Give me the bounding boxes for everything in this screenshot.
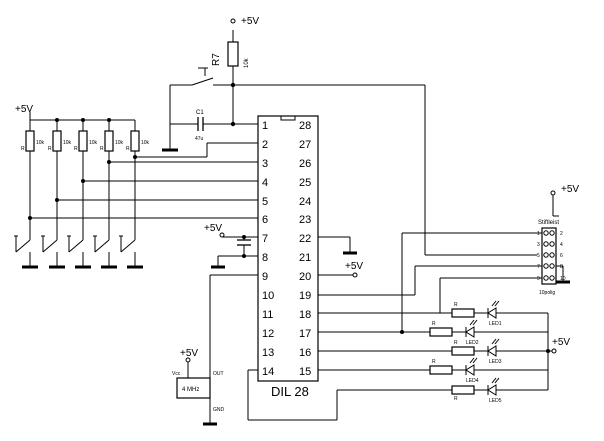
svg-text:1: 1 (262, 120, 268, 132)
svg-text:Vcc: Vcc (172, 371, 181, 377)
svg-text:10k: 10k (89, 140, 98, 146)
svg-text:R: R (48, 146, 52, 152)
vcc-label-header: +5V (561, 184, 579, 195)
svg-text:7: 7 (537, 264, 540, 270)
svg-text:20: 20 (299, 271, 311, 283)
ic-left-pins: 1 2 3 4 5 6 7 8 9 10 11 12 13 14 (262, 120, 274, 378)
vcc-label-pin20: +5V (345, 261, 363, 272)
vcc-label-r7: +5V (241, 16, 259, 27)
svg-text:9: 9 (537, 276, 540, 282)
svg-text:9: 9 (262, 271, 268, 283)
svg-text:6: 6 (560, 253, 563, 259)
svg-text:13: 13 (262, 347, 274, 359)
svg-text:10k: 10k (141, 140, 150, 146)
ic-body (257, 115, 319, 382)
led3-label: LED3 (489, 359, 502, 365)
ic-label: DIL 28 (271, 384, 309, 399)
c1-name: C1 (196, 110, 204, 116)
svg-text:5: 5 (537, 253, 540, 259)
svg-text:2: 2 (560, 231, 563, 237)
svg-text:GND: GND (213, 407, 225, 413)
ic-dil28: 1 2 3 4 5 6 7 8 9 10 11 12 13 14 28 27 2… (257, 115, 319, 399)
svg-text:8: 8 (560, 264, 563, 270)
c1-value: 47u (195, 136, 204, 142)
svg-text:10: 10 (262, 290, 274, 302)
led2-label: LED2 (466, 340, 479, 346)
svg-text:15: 15 (299, 366, 311, 378)
header-title: Stiftleist (538, 220, 559, 226)
svg-text:1: 1 (537, 231, 540, 237)
svg-text:14: 14 (262, 366, 274, 378)
led4-label: LED4 (466, 378, 479, 384)
svg-text:27: 27 (299, 139, 311, 151)
svg-text:R: R (432, 321, 436, 327)
oscillator-box (176, 377, 211, 399)
pin-header: Stiftleist 10polig +5V 1 3 5 7 9 2 4 6 8… (318, 184, 579, 334)
svg-text:R: R (454, 396, 458, 402)
svg-text:25: 25 (299, 177, 311, 189)
vcc-label-leds: +5V (552, 337, 570, 348)
svg-text:3: 3 (262, 158, 268, 170)
svg-text:4: 4 (560, 242, 563, 248)
resistor-r7 (227, 41, 239, 67)
svg-text:12: 12 (262, 328, 274, 340)
ic-power-connections: +5V +5V (204, 223, 363, 278)
input-resistor-bank: +5V R R R R R 10k 10k 10k 10k 10k (15, 104, 258, 235)
svg-text:OUT: OUT (213, 371, 224, 377)
svg-text:R: R (454, 340, 458, 346)
oscillator: 4 MHz Vcc OUT GND +5V (172, 274, 258, 426)
svg-text:R: R (21, 146, 25, 152)
vcc-label-osc: +5V (180, 348, 198, 359)
svg-text:10k: 10k (63, 140, 72, 146)
svg-text:23: 23 (299, 214, 311, 226)
svg-text:7: 7 (262, 233, 268, 245)
svg-text:5: 5 (262, 196, 268, 208)
led5-label: LED5 (489, 398, 502, 404)
oscillator-label: 4 MHz (182, 387, 199, 393)
svg-text:24: 24 (299, 196, 311, 208)
led1-label: LED1 (489, 321, 502, 327)
svg-text:6: 6 (262, 214, 268, 226)
svg-text:16: 16 (299, 347, 311, 359)
led-section: +5V R LED1 R LED2 R LED3 (247, 300, 570, 421)
svg-text:R: R (74, 146, 78, 152)
r7-name: R7 (211, 53, 222, 66)
svg-text:10k: 10k (36, 140, 45, 146)
svg-text:26: 26 (299, 158, 311, 170)
vcc-label-inputs: +5V (15, 104, 33, 115)
svg-text:18: 18 (299, 309, 311, 321)
r7-value: 10k (244, 57, 250, 68)
svg-text:4: 4 (262, 177, 268, 189)
svg-text:21: 21 (299, 252, 311, 264)
svg-text:2: 2 (262, 139, 268, 151)
svg-text:3: 3 (537, 242, 540, 248)
header-subtitle: 10polig (539, 290, 555, 296)
ic-right-pins: 28 27 26 25 24 23 22 21 20 19 18 17 16 1… (299, 120, 311, 378)
svg-text:R: R (100, 146, 104, 152)
svg-text:28: 28 (299, 120, 311, 132)
svg-text:R: R (126, 146, 130, 152)
svg-text:10k: 10k (115, 140, 124, 146)
svg-text:11: 11 (262, 309, 273, 321)
svg-text:R: R (432, 359, 436, 365)
svg-text:R: R (454, 302, 458, 308)
reset-circuit: R7 10k +5V C1 47u (162, 16, 537, 256)
svg-text:17: 17 (299, 328, 311, 340)
vcc-label-pin7: +5V (204, 223, 222, 234)
svg-text:8: 8 (262, 252, 268, 264)
svg-text:22: 22 (299, 233, 311, 245)
input-switches (14, 235, 143, 269)
svg-text:19: 19 (299, 290, 311, 302)
